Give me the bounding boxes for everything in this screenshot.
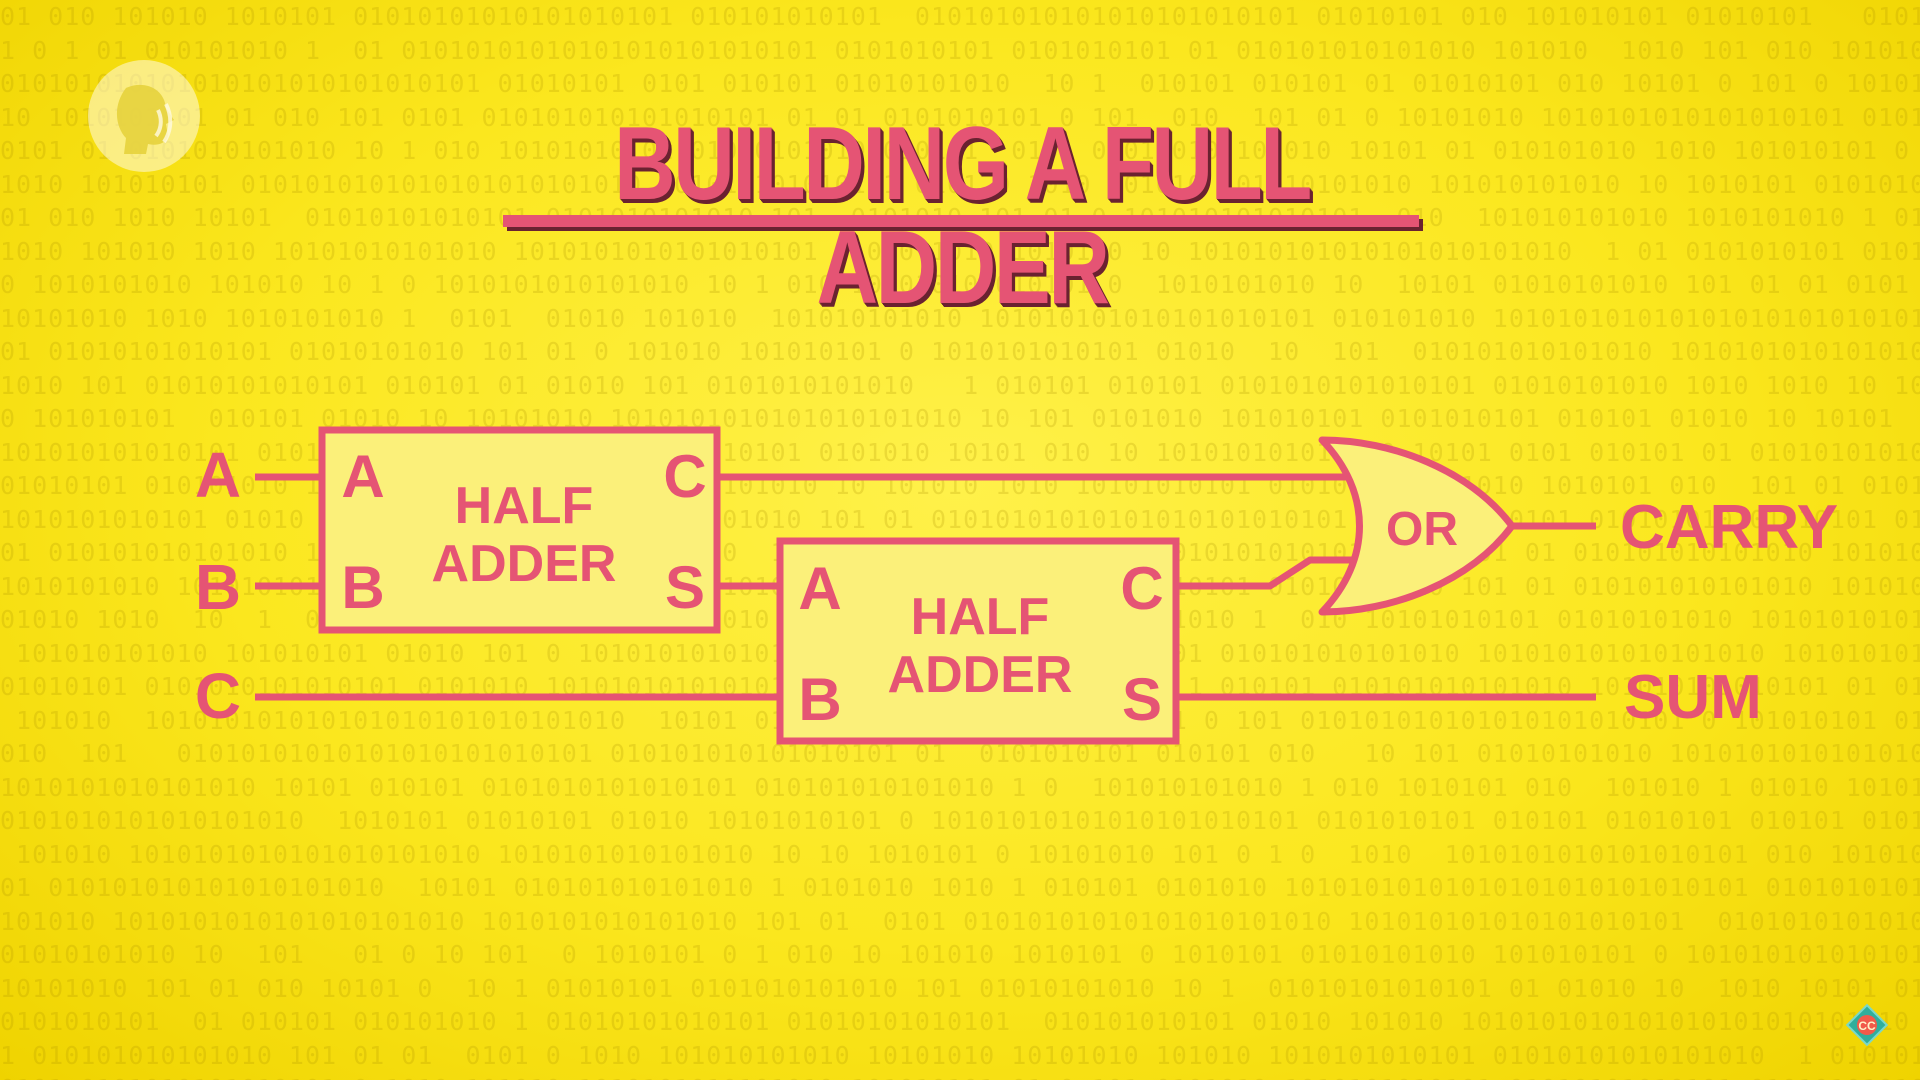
half-adder-1-box: [318, 426, 721, 634]
output-label-sum: SUM: [1624, 663, 1762, 732]
input-label-b: B: [195, 551, 241, 623]
badge-label: CC: [1858, 1019, 1876, 1033]
ha2-label-line2: ADDER: [888, 646, 1073, 704]
ha1-port-b: B: [341, 554, 384, 621]
ha2-port-s: S: [1122, 666, 1162, 733]
title-underline: [503, 215, 1419, 227]
ha2-port-c: C: [1120, 555, 1163, 622]
input-label-c: C: [195, 660, 241, 732]
or-gate-shape: [1318, 436, 1516, 616]
half-adder-2-box: [776, 537, 1180, 745]
ha2-port-b: B: [798, 666, 841, 733]
ha1-port-a: A: [341, 443, 384, 510]
pbs-logo-icon: [88, 60, 200, 172]
page-title: BUILDING A FULL ADDER: [614, 106, 1312, 326]
output-label-carry: CARRY: [1620, 493, 1838, 562]
crash-course-badge-icon: CC: [1845, 1003, 1889, 1047]
or-gate-label: OR: [1386, 503, 1458, 556]
ha2-label-line1: HALF: [911, 588, 1050, 646]
input-label-a: A: [195, 439, 241, 511]
ha1-port-s: S: [665, 554, 705, 621]
wire-ha2-carry-to-or: [1176, 556, 1360, 590]
ha1-label-line1: HALF: [455, 477, 594, 535]
ha1-port-c: C: [663, 443, 706, 510]
ha1-label-line2: ADDER: [432, 535, 617, 593]
ha2-port-a: A: [798, 555, 841, 622]
